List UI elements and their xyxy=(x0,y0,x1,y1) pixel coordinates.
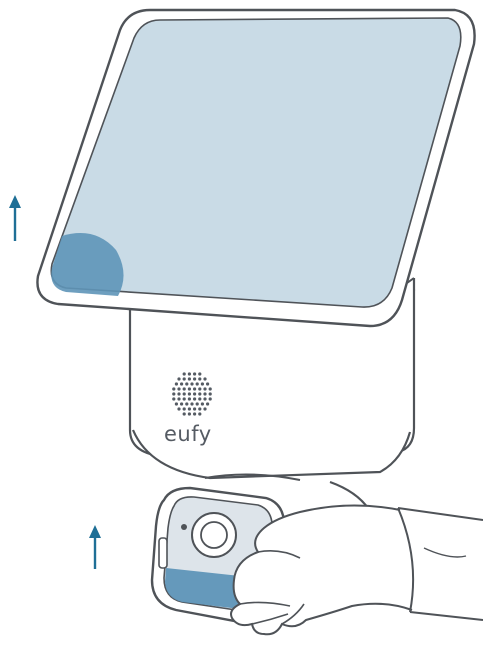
grille-dot xyxy=(198,412,201,415)
grille-dot xyxy=(203,387,206,390)
grille-dot xyxy=(177,377,180,380)
grille-dot xyxy=(188,387,191,390)
grille-dot xyxy=(175,402,178,405)
grille-dot xyxy=(185,402,188,405)
grille-dot xyxy=(198,387,201,390)
grille-dot xyxy=(185,382,188,385)
grille-dot xyxy=(190,402,193,405)
grille-dot xyxy=(209,387,212,390)
solar-panel xyxy=(37,10,474,326)
grille-dot xyxy=(183,392,186,395)
grille-dot xyxy=(198,407,201,410)
grille-dot xyxy=(183,407,186,410)
up-arrow-icon xyxy=(9,195,21,241)
grille-dot xyxy=(188,377,191,380)
grille-dot xyxy=(180,382,183,385)
grille-dot xyxy=(177,387,180,390)
grille-dot xyxy=(201,402,204,405)
grille-dot xyxy=(193,372,196,375)
grille-dot xyxy=(209,397,212,400)
grille-dot xyxy=(188,412,191,415)
grille-dot xyxy=(183,377,186,380)
grille-dot xyxy=(201,382,204,385)
grille-dot xyxy=(188,407,191,410)
grille-dot xyxy=(175,382,178,385)
grille-dot xyxy=(206,402,209,405)
up-arrow-icon xyxy=(89,525,101,569)
grille-dot xyxy=(196,382,199,385)
grille-dot xyxy=(183,387,186,390)
grille-dot xyxy=(198,392,201,395)
grille-dot xyxy=(183,397,186,400)
grille-dot xyxy=(172,397,175,400)
grille-dot xyxy=(193,407,196,410)
brand-logo: eufy xyxy=(164,422,212,446)
grille-dot xyxy=(193,397,196,400)
grille-dot xyxy=(177,392,180,395)
grille-dot xyxy=(180,402,183,405)
grille-dot xyxy=(206,382,209,385)
grille-dot xyxy=(203,407,206,410)
grille-dot xyxy=(177,397,180,400)
grille-dot xyxy=(172,387,175,390)
grille-dot xyxy=(198,377,201,380)
grille-dot xyxy=(193,377,196,380)
grille-dot xyxy=(203,397,206,400)
grille-dot xyxy=(209,392,212,395)
grille-dot xyxy=(188,372,191,375)
grille-dot xyxy=(193,412,196,415)
grille-dot xyxy=(198,397,201,400)
grille-dot xyxy=(190,382,193,385)
grille-dot xyxy=(188,392,191,395)
hand-icon xyxy=(231,505,483,634)
grille-dot xyxy=(203,377,206,380)
grille-dot xyxy=(177,407,180,410)
grille-dot xyxy=(198,372,201,375)
grille-dot xyxy=(196,402,199,405)
grille-dot xyxy=(193,387,196,390)
grille-dot xyxy=(172,392,175,395)
grille-dot xyxy=(193,392,196,395)
grille-dot xyxy=(183,412,186,415)
grille-dot xyxy=(203,392,206,395)
grille-dot xyxy=(183,372,186,375)
grille-dot xyxy=(188,397,191,400)
